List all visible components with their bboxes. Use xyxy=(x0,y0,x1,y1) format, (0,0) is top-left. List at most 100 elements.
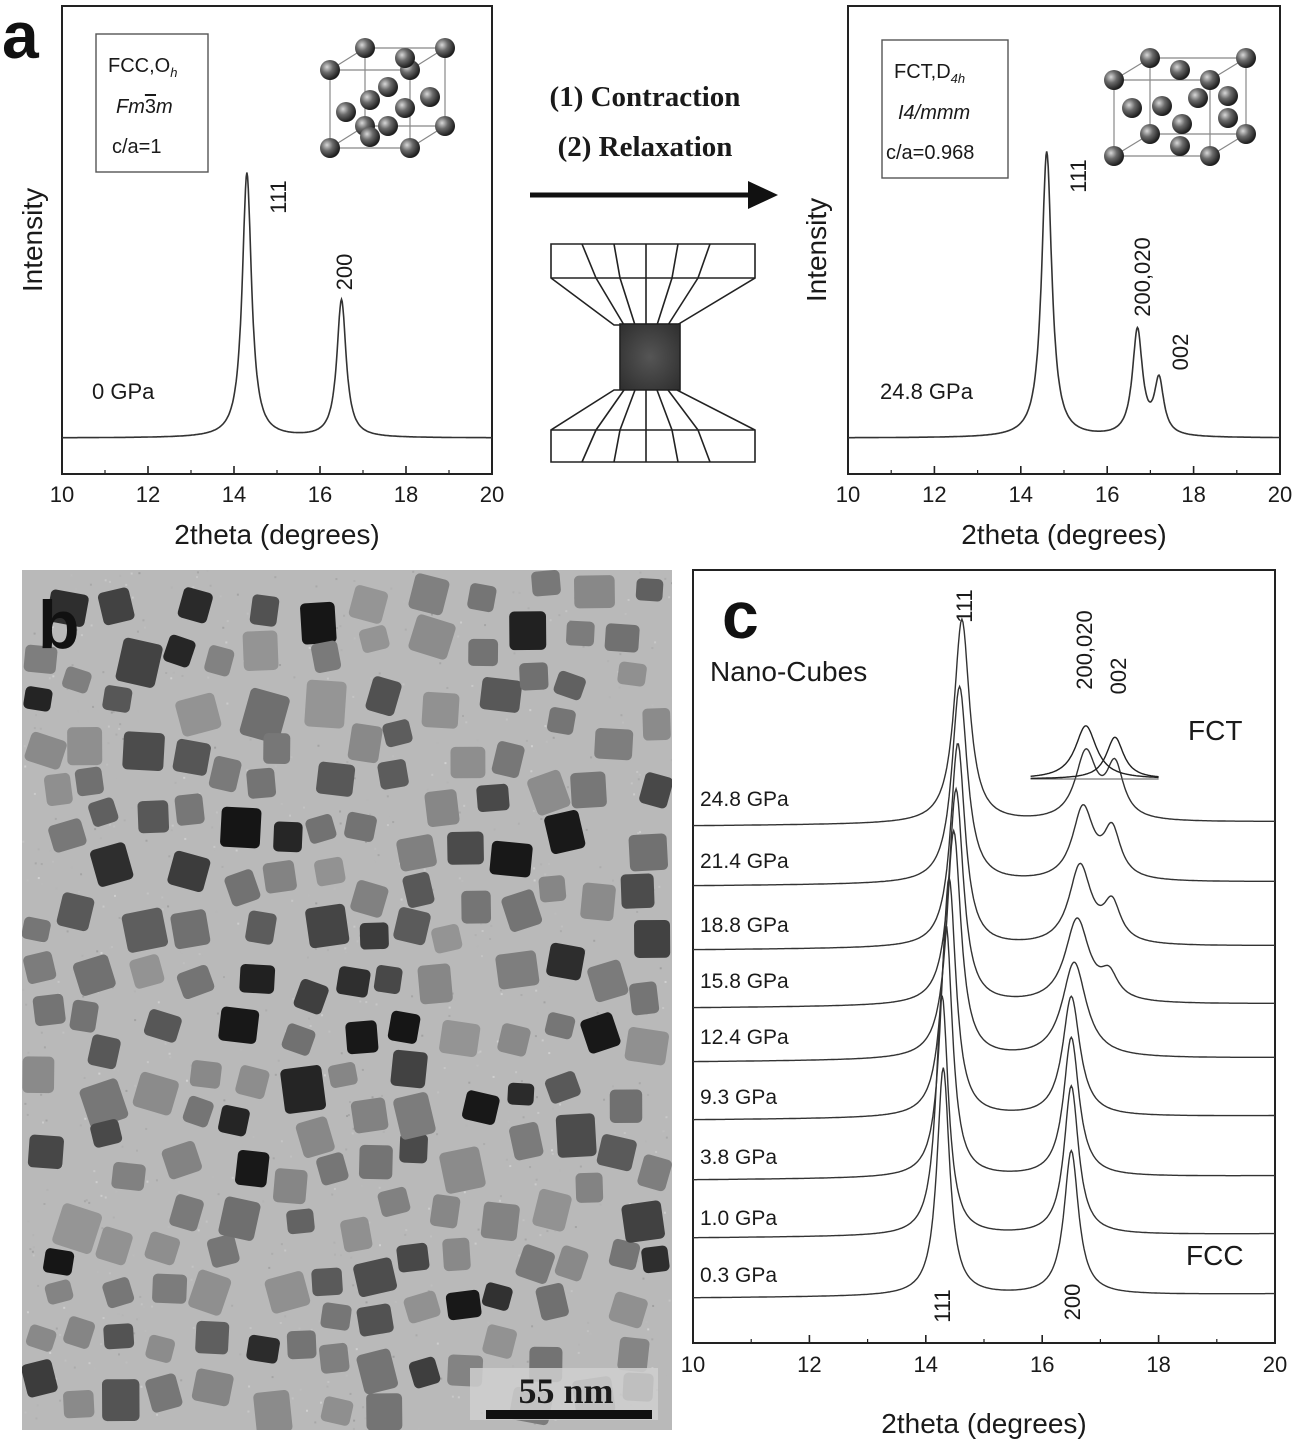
tem-noise xyxy=(539,1234,542,1237)
tem-noise xyxy=(170,586,173,589)
tem-noise xyxy=(265,1009,268,1012)
tem-noise xyxy=(118,916,121,919)
tem-noise xyxy=(499,989,502,992)
nanocube-particle xyxy=(311,640,342,674)
tem-noise xyxy=(323,1074,326,1077)
tem-noise xyxy=(566,786,569,789)
tem-noise xyxy=(217,1193,220,1196)
nanocube-particle xyxy=(246,767,277,799)
tem-noise xyxy=(136,630,139,633)
tem-noise xyxy=(75,588,78,591)
tem-noise xyxy=(146,892,149,895)
tem-noise xyxy=(51,860,54,863)
atom-sphere xyxy=(320,60,340,80)
tem-noise xyxy=(115,778,118,781)
tem-noise xyxy=(77,890,80,893)
tem-noise xyxy=(192,586,195,589)
tem-noise xyxy=(415,1334,418,1337)
nanocube-particle xyxy=(286,1330,317,1360)
tem-noise xyxy=(24,1411,27,1414)
tem-noise xyxy=(411,995,414,998)
tem-noise xyxy=(40,1093,43,1096)
tem-noise xyxy=(182,962,185,965)
tem-noise xyxy=(436,1342,439,1345)
tem-noise xyxy=(334,1253,337,1256)
tem-noise xyxy=(379,1244,382,1247)
nanocube-particle xyxy=(479,677,523,713)
xrd-curve xyxy=(693,786,1275,1009)
peak-label-002: 002 xyxy=(1168,334,1193,371)
nanocube-particle xyxy=(450,746,486,779)
nanocube-particle xyxy=(574,575,615,609)
tem-noise xyxy=(134,1019,137,1022)
atom-sphere xyxy=(1140,48,1160,68)
tem-noise xyxy=(198,953,201,956)
tem-noise xyxy=(560,925,563,928)
tem-noise xyxy=(109,947,112,950)
scale-bar xyxy=(486,1410,652,1419)
tem-noise xyxy=(428,1207,431,1210)
nanocube-particle xyxy=(629,981,660,1016)
tem-noise xyxy=(290,756,293,759)
tem-noise xyxy=(315,585,318,588)
tem-noise xyxy=(378,1186,381,1189)
tem-noise xyxy=(43,1046,46,1049)
tem-noise xyxy=(659,967,662,970)
nanocube-particle xyxy=(293,978,329,1015)
atom-sphere xyxy=(360,127,380,147)
tem-noise xyxy=(112,1216,115,1219)
tem-noise xyxy=(359,1000,362,1003)
atom-sphere xyxy=(1104,146,1124,166)
tem-noise xyxy=(638,773,641,776)
tem-noise xyxy=(509,1242,512,1245)
tem-noise xyxy=(63,1306,66,1309)
tem-noise xyxy=(104,579,107,582)
nanocube-particle xyxy=(482,1324,517,1359)
nanocube-particle xyxy=(642,708,671,741)
tem-noise xyxy=(327,1380,330,1383)
tem-noise xyxy=(271,1376,274,1379)
tem-noise xyxy=(231,1304,234,1307)
tem-noise xyxy=(40,863,43,866)
nanocube-particle xyxy=(43,1248,75,1276)
nanocube-particle xyxy=(439,1019,481,1058)
nanocube-particle xyxy=(366,1393,403,1430)
structure-info-box xyxy=(881,39,1009,179)
tem-noise xyxy=(423,868,426,871)
tem-noise xyxy=(37,848,40,851)
tem-noise xyxy=(164,1042,167,1045)
nanocube-particle xyxy=(87,1034,121,1070)
tem-noise xyxy=(515,1071,518,1074)
tem-noise xyxy=(34,862,37,865)
nanocube-particle xyxy=(402,872,435,908)
tem-noise xyxy=(627,598,630,601)
tem-noise xyxy=(303,806,306,809)
tem-noise xyxy=(353,579,356,582)
tem-noise xyxy=(310,1328,313,1331)
tem-noise xyxy=(125,583,128,586)
nanocube-particle xyxy=(314,856,346,887)
x-tick-label: 18 xyxy=(1181,482,1205,507)
nanocube-particle xyxy=(468,638,499,667)
nanocube-particle xyxy=(74,766,104,797)
nanocube-particle xyxy=(32,993,66,1027)
tem-noise xyxy=(307,894,310,897)
tem-noise xyxy=(192,652,195,655)
tem-noise xyxy=(305,1409,308,1412)
nanocube-particle xyxy=(348,585,388,624)
nanocube-particle xyxy=(327,1062,358,1088)
tem-noise xyxy=(139,1295,142,1298)
tem-noise xyxy=(137,1317,140,1320)
tem-noise xyxy=(167,905,170,908)
tem-noise xyxy=(292,997,295,1000)
tem-noise xyxy=(537,1111,540,1114)
nanocube-particle xyxy=(169,1194,204,1232)
tem-noise xyxy=(165,671,168,674)
pressure-label: 0.3 GPa xyxy=(700,1264,777,1287)
nanocube-particle xyxy=(167,850,211,893)
panel-letter-b: b xyxy=(38,587,80,663)
xrd-curve xyxy=(692,617,1275,827)
tem-noise xyxy=(99,837,102,840)
